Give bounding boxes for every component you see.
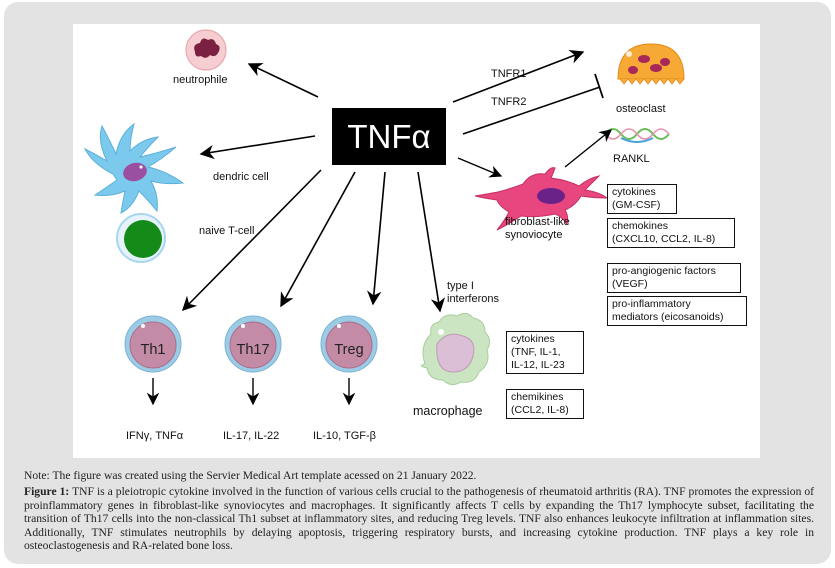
tnf-alpha-box: TNFα <box>332 108 446 165</box>
box-line: (TNF, IL-1, <box>511 346 561 358</box>
naive-t-cell-label: naive T-cell <box>199 225 255 237</box>
box-line: chemokines <box>612 220 669 232</box>
arrow-to-neutrophil <box>247 63 319 98</box>
arrow-to-th1 <box>181 169 322 312</box>
treg-label: Treg <box>334 342 364 358</box>
box-line: chemikines <box>511 391 564 403</box>
box-line: pro-angiogenic factors <box>612 265 716 277</box>
macrophage-icon <box>421 312 491 386</box>
th17-cell-icon <box>224 315 282 373</box>
fibroblast-box-mediators: pro-inflammatory mediators (eicosanoids) <box>607 296 747 326</box>
arrow-to-treg <box>367 171 386 306</box>
caption-note: Note: The figure was created using the S… <box>24 469 477 482</box>
inhibit-bar <box>594 73 604 99</box>
caption-figure-label: Figure 1: <box>24 485 70 498</box>
type-i-interferons-label-1: type I <box>447 280 474 292</box>
th1-label: Th1 <box>140 342 166 358</box>
box-line: (CCL2, IL-8) <box>511 404 569 416</box>
naive-t-cell-icon <box>116 213 166 263</box>
fibroblast-box-chemokines: chemokines (CXCL10, CCL2, IL-8) <box>607 218 735 248</box>
inhibit-tnfr2 <box>462 86 601 135</box>
rankl-dna-icon <box>604 128 670 143</box>
fibroblast-icon <box>474 167 609 231</box>
arrow-to-macrophage <box>417 171 446 313</box>
box-line: IL-12, IL-23 <box>511 359 565 371</box>
tnfr2-label: TNFR2 <box>491 96 527 108</box>
box-line: cytokines <box>511 333 555 345</box>
neutrophile-label: neutrophile <box>173 74 228 86</box>
diagram-svg <box>83 29 685 406</box>
arrow-to-dendritic <box>199 135 316 160</box>
arrow-tnfr1 <box>452 49 585 103</box>
th17-output: IL-17, IL-22 <box>223 430 280 442</box>
treg-output: IL-10, TGF-β <box>313 430 376 442</box>
type-i-interferons-label-2: interferons <box>447 293 499 305</box>
th17-label: Th17 <box>236 342 270 358</box>
dendric-cell-label: dendric cell <box>213 171 269 183</box>
caption-figure-text: Figure 1: TNF is a pleiotropic cytokine … <box>24 485 814 553</box>
th1-output: IFNγ, TNFα <box>126 430 184 442</box>
arrow-fibroblast-to-osteoclast <box>564 129 612 168</box>
fibroblast-label-1: fibroblast-like <box>505 216 570 228</box>
th1-cell-icon <box>124 315 182 373</box>
osteoclast-icon <box>617 43 685 85</box>
box-line: mediators (eicosanoids) <box>612 311 724 323</box>
box-line: (CXCL10, CCL2, IL-8) <box>612 233 716 245</box>
caption-figure-body: TNF is a pleiotropic cytokine involved i… <box>24 485 815 553</box>
arrow-to-th17 <box>280 171 356 308</box>
figure-caption: Note: The figure was created using the S… <box>24 469 814 553</box>
box-line: pro-inflammatory <box>612 298 691 310</box>
box-line: (GM-CSF) <box>612 199 661 211</box>
box-line: (VEGF) <box>612 278 648 290</box>
macrophage-box-cytokines: cytokines (TNF, IL-1, IL-12, IL-23 <box>506 331 584 374</box>
macrophage-label: macrophage <box>413 404 483 418</box>
treg-cell-icon <box>320 315 378 373</box>
fibroblast-box-cytokines: cytokines (GM-CSF) <box>607 184 677 214</box>
arrow-to-fibroblast <box>457 157 503 178</box>
diagram-canvas: TNFα neutrophile osteoclast dendric cell… <box>73 24 760 458</box>
tnfr1-label: TNFR1 <box>491 68 527 80</box>
dendritic-cell-icon <box>83 122 185 214</box>
box-line: cytokines <box>612 186 656 198</box>
fibroblast-label-2: synoviocyte <box>505 229 563 241</box>
fibroblast-box-angiogenic: pro-angiogenic factors (VEGF) <box>607 263 741 293</box>
osteoclast-label: osteoclast <box>616 103 666 115</box>
neutrophil-icon <box>185 29 227 71</box>
rankl-label: RANKL <box>613 153 650 165</box>
macrophage-box-chemikines: chemikines (CCL2, IL-8) <box>506 389 584 419</box>
